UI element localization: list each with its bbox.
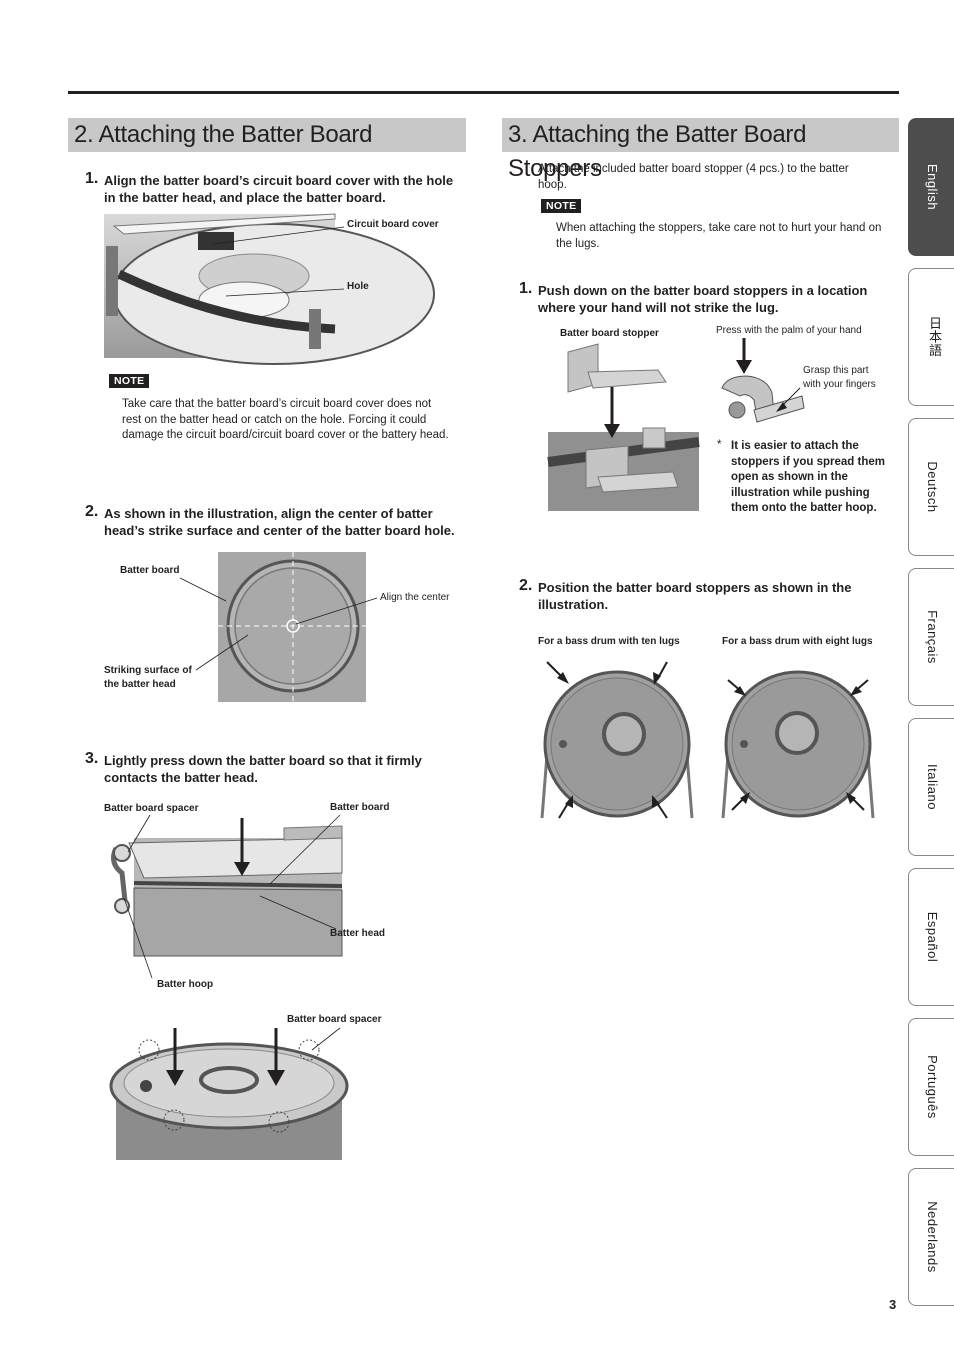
tab-deutsch[interactable]: Deutsch [908,418,954,556]
section3-step1-number: 1. [519,280,533,297]
fig-ten-lugs-drum [540,661,694,819]
fig-align-center-drawing [218,552,366,702]
tab-italiano[interactable]: Italiano [908,718,954,856]
label-batter-board-2: Batter board [330,802,390,813]
top-rule [68,91,899,94]
page-number: 3 [889,1297,897,1312]
label-batter-board-spacer: Batter board spacer [104,803,199,814]
label-batter-hoop: Batter hoop [157,979,214,990]
fig-press-board-drawing [111,818,343,957]
section2-step2-number: 2. [85,503,99,520]
label-hole: Hole [347,281,369,292]
section2-title: 2. Attaching the Batter Board [68,118,466,152]
tab-portugues[interactable]: Português [908,1018,954,1156]
label-striking-surface-1: Striking surface of [104,665,192,676]
label-striking-surface-2: the batter head [104,679,176,690]
label-grasp-1: Grasp this part [803,365,869,376]
section2-step1-number: 1. [85,170,99,187]
fig-board-placement-drawing [106,213,435,365]
label-press-palm: Press with the palm of your hand [716,325,862,336]
label-batter-head: Batter head [330,928,386,939]
section3-intro: Attach the included batter board stopper… [538,163,849,191]
label-batter-board-stopper: Batter board stopper [560,328,659,339]
label-align-center: Align the center [380,592,450,603]
section3-title: 3. Attaching the Batter Board Stoppers [502,118,899,182]
tab-english[interactable]: English [908,118,954,256]
tab-nederlands[interactable]: Nederlands [908,1168,954,1306]
section3-step1-text: Push down on the batter board stoppers i… [538,283,868,315]
tip-text: It is easier to attach the stoppers if y… [731,440,886,514]
section2-note-text: Take care that the batter board’s circui… [122,398,449,441]
fig-eight-lugs-drum [721,670,875,819]
section2-step3-number: 3. [85,750,99,767]
section2-step3-text: Lightly press down the batter board so t… [104,753,422,785]
section3-step2-text: Position the batter board stoppers as sh… [538,580,852,612]
label-batter-board-spacer-2: Batter board spacer [287,1014,382,1025]
fig-spacer-drum-drawing [109,1028,349,1160]
section2-step1-text: Align the batter board’s circuit board c… [104,173,454,205]
fig-board-placement-photo [104,213,435,365]
tab-francais[interactable]: Français [908,568,954,706]
tip-asterisk: * [717,439,722,451]
section3-note-badge: NOTE [541,199,582,213]
label-batter-board: Batter board [120,565,180,576]
tab-espanol[interactable]: Español [908,868,954,1006]
label-ten-lugs: For a bass drum with ten lugs [538,636,680,647]
label-circuit-board-cover: Circuit board cover [347,219,439,230]
fig-align-center-photo [218,552,366,702]
fig-stopper-attach-drawing [547,343,700,511]
section3-note-text: When attaching the stoppers, take care n… [556,222,882,250]
label-grasp-2: with your fingers [803,379,876,390]
label-eight-lugs: For a bass drum with eight lugs [722,636,873,647]
tab-japanese[interactable]: 日本語 [908,268,954,406]
fig-spacer-drum-photo [104,1028,354,1160]
section3-step2-number: 2. [519,577,533,594]
section2-note-badge: NOTE [109,374,150,388]
fig-stopper-attach-photo [547,342,700,511]
fig-press-board-photo [104,818,343,957]
section2-step2-text: As shown in the illustration, align the … [104,506,455,538]
